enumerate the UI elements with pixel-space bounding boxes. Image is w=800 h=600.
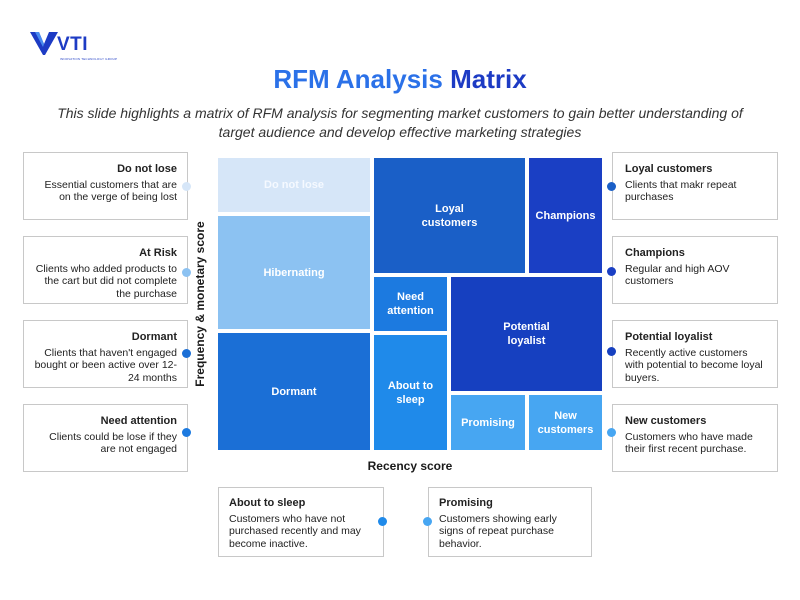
callout-text: Clients could be lose if they are not en… — [49, 430, 177, 456]
callout-text: Regular and high AOV customers — [625, 262, 730, 288]
callout-loyal-customers: Loyal customers Clients that makr repeat… — [612, 152, 778, 220]
callout-about-to-sleep: About to sleep Customers who have not pu… — [218, 487, 384, 557]
callout-title: Loyal customers — [625, 163, 713, 175]
callout-title: Potential loyalist — [625, 331, 713, 343]
callout-text: Clients that haven't engaged bought or b… — [34, 346, 177, 384]
callout-text: Essential customers that are on the verg… — [44, 178, 177, 204]
vti-logo: VTI INNOVATION TECHNOLOGY GROUP — [30, 30, 117, 66]
segment-champions: Champions — [527, 156, 604, 275]
title-part1: RFM Analysis — [273, 64, 443, 94]
callout-text: Customers who have made their first rece… — [625, 430, 753, 456]
y-axis-label: Frequency & monetary score — [193, 221, 207, 387]
callout-potential-loyalist: Potential loyalist Recently active custo… — [612, 320, 778, 388]
callout-title: New customers — [625, 415, 707, 427]
callout-at-risk: At Risk Clients who added products to th… — [23, 236, 188, 304]
callout-title: About to sleep — [229, 497, 306, 509]
callout-title: Champions — [625, 247, 685, 259]
segment-loyal-customers: Loyal customers — [372, 156, 527, 275]
callout-dot-need-attention — [182, 428, 191, 437]
segment-need-attention: Need attention — [372, 275, 449, 333]
callout-text: Customers who have not purchased recentl… — [229, 512, 361, 550]
callout-text: Recently active customers with potential… — [625, 346, 763, 384]
logo-tagline: INNOVATION TECHNOLOGY GROUP — [60, 57, 118, 61]
segment-dormant: Dormant — [216, 331, 372, 452]
callout-new-customers: New customers Customers who have made th… — [612, 404, 778, 472]
callout-promising: Promising Customers showing early signs … — [428, 487, 592, 557]
callout-dormant: Dormant Clients that haven't engaged bou… — [23, 320, 188, 388]
page-title: RFM Analysis Matrix — [0, 64, 800, 95]
segment-do-not-lose: Do not lose — [216, 156, 372, 214]
callout-need-attention: Need attention Clients could be lose if … — [23, 404, 188, 472]
callout-dot-at-risk — [182, 268, 191, 277]
segment-promising: Promising — [449, 393, 527, 452]
callout-dot-do-not-lose — [182, 182, 191, 191]
callout-text: Clients who added products to the cart b… — [35, 262, 177, 300]
callout-dot-loyal — [607, 182, 616, 191]
callout-dot-champions — [607, 267, 616, 276]
page-subtitle: This slide highlights a matrix of RFM an… — [57, 105, 743, 140]
callout-title: Need attention — [100, 415, 177, 427]
callout-title: At Risk — [139, 247, 177, 259]
callout-dot-new-customers — [607, 428, 616, 437]
title-part2: Matrix — [450, 64, 527, 94]
callout-text: Clients that makr repeat purchases — [625, 178, 737, 204]
callout-dot-about-to-sleep — [378, 517, 387, 526]
segment-hibernating: Hibernating — [216, 214, 372, 331]
callout-title: Dormant — [131, 331, 177, 343]
callout-dot-promising — [423, 517, 432, 526]
segment-about-to-sleep: About to sleep — [372, 333, 449, 452]
x-axis-label: Recency score — [367, 459, 453, 473]
segment-potential-loyalist: Potential loyalist — [449, 275, 604, 393]
rfm-matrix: Do not lose Hibernating Dormant Loyal cu… — [216, 156, 604, 452]
callout-dot-potential-loyalist — [607, 347, 616, 356]
callout-text: Customers showing early signs of repeat … — [439, 512, 557, 550]
vti-logo-icon — [30, 32, 58, 55]
callout-dot-dormant — [182, 349, 191, 358]
logo-text: VTI — [57, 34, 89, 55]
callout-title: Do not lose — [117, 163, 177, 175]
segment-new-customers: New customers — [527, 393, 604, 452]
callout-do-not-lose: Do not lose Essential customers that are… — [23, 152, 188, 220]
callout-title: Promising — [439, 497, 493, 509]
callout-champions: Champions Regular and high AOV customers — [612, 236, 778, 304]
